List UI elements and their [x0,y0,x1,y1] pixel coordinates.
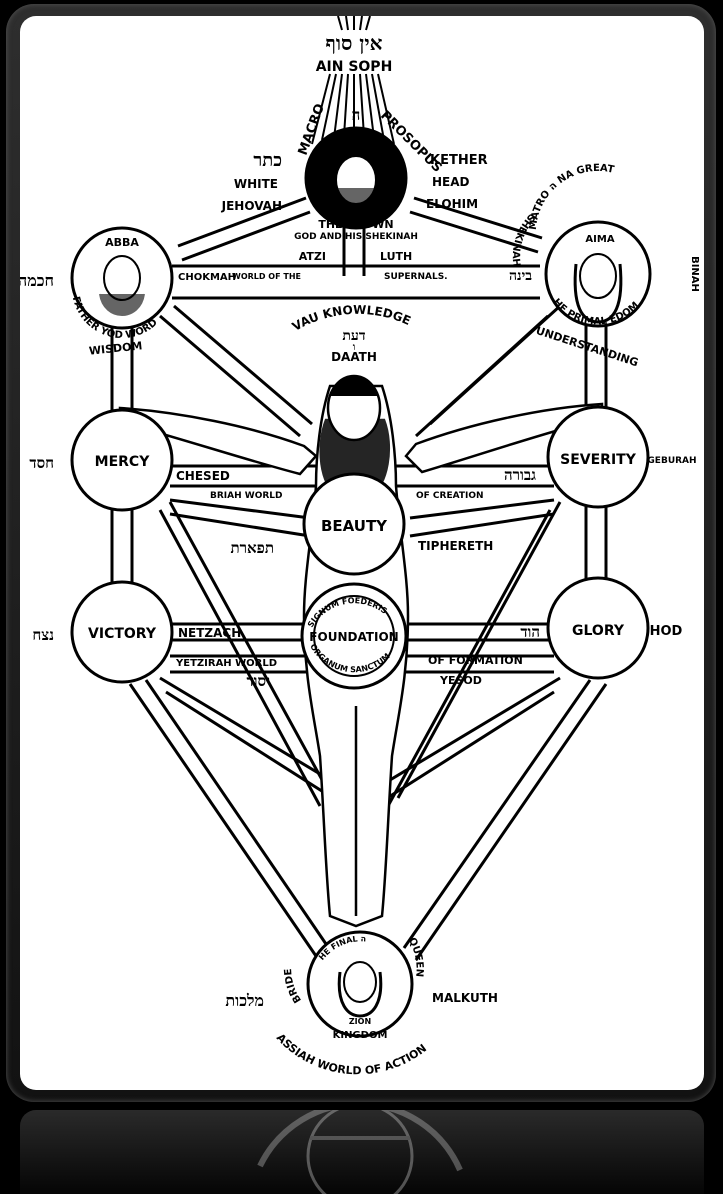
bride-label: BRIDE [283,968,304,1005]
aima-name: AIMA [585,234,614,245]
crown-he: ה [352,106,361,124]
aima-arc-top: MATRO ה NA GREAT [528,163,615,231]
beauty-label: BEAUTY [321,517,388,535]
hod-side-label: HOD [650,624,683,639]
portrait-faces [99,155,623,1018]
crown-name: THE CROWN [318,218,393,231]
ain-soph-hebrew: אין סוף [325,31,382,55]
daath-hebrew: דעת [342,328,365,344]
binah-hebrew: בינה [509,268,532,284]
abba-face [103,255,141,301]
malkuth-hebrew: מלכות [225,991,264,1010]
chokmah-hebrew: חכמה [20,271,54,290]
malkuth-label: MALKUTH [432,991,498,1005]
jehovah-label: JEHOVAH [221,199,282,213]
ain-soph-label: AIN SOPH [316,59,393,75]
victory-circle [70,580,174,684]
foundation-circle [300,582,408,690]
mirror-reflection [20,1110,704,1194]
tiphereth-label: TIPHERETH [418,539,493,553]
sephiroth-circles [70,126,652,1038]
of-formation-label: OF FORMATION [428,654,523,667]
kether-label: KETHER [430,153,488,168]
severity-circle [546,405,650,509]
ain-soph-rays [311,16,395,145]
netzach-label: NETZACH [178,626,241,640]
tiphereth-hebrew: תפארת [231,539,274,557]
binah-side-label: BINAH [689,256,700,292]
zion-label: ZION [349,1017,371,1026]
chesed-label: CHESED [176,469,230,483]
elohim-label: ELOHIM [426,197,478,211]
aima-arc-left: SHEKINAH [510,211,537,267]
tree-of-life-diagram: אין סוף AIN SOPH ה MACRO PROSOPUS כתר WH… [20,16,700,1077]
daath-label: DAATH [331,350,377,364]
geburah-side-label: GEBURAH [647,456,696,466]
kingdom-label: KINGDOM [333,1030,388,1041]
yesod-hebrew: יסוד [246,672,270,690]
kingdom-face [343,961,377,1003]
netzach-hebrew: נצח [32,626,54,644]
mercy-circle [70,408,174,512]
hod-hebrew: הוד [520,623,540,641]
yetzirah-world-label: YETZIRAH WORLD [175,658,277,669]
yesod-label: YESOD [439,674,482,687]
foundation-label: FOUNDATION [309,630,398,644]
atzi-label: ATZI [299,250,326,263]
diagram-panel: אין סוף AIN SOPH ה MACRO PROSOPUS כתר WH… [20,16,704,1090]
of-creation-label: OF CREATION [416,491,484,501]
mercy-label: MERCY [95,454,151,470]
aima-face [579,253,617,299]
crown-subtitle: GOD AND HIS SHEKINAH [294,232,418,242]
world-of-the-label: WORLD OF THE [232,272,301,281]
wisdom-label: WISDOM [88,339,143,358]
glory-label: GLORY [572,623,625,639]
beauty-circle [302,472,406,576]
severity-label: SEVERITY [560,452,637,468]
glory-circle [546,576,650,680]
kether-hebrew: כתר [253,150,282,171]
head-label: HEAD [432,175,470,189]
chokmah-bar-label: CHOKMAH [178,272,236,283]
reflection-art [257,1110,463,1194]
geburah-hebrew: גבורה [504,466,536,484]
briah-world-label: BRIAH WORLD [210,491,282,501]
luth-label: LUTH [380,250,412,263]
victory-label: VICTORY [88,626,157,642]
white-label: WHITE [234,177,278,191]
abba-name: ABBA [105,236,139,249]
chesed-hebrew: חסד [29,454,54,472]
vau-hebrew: ו [353,342,356,353]
supernals-label: SUPERNALS. [384,272,448,282]
